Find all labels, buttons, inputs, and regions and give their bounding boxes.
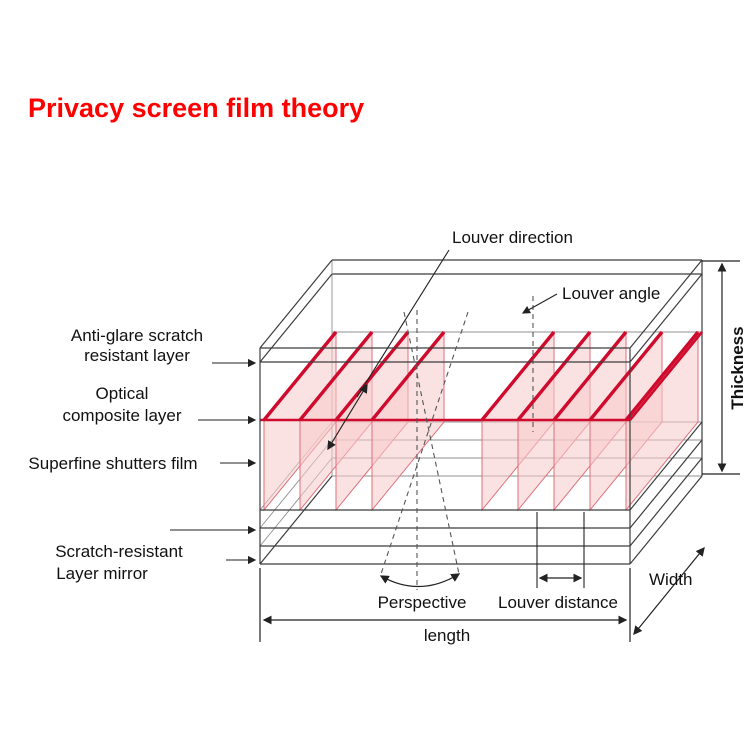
width-dimension [633,546,705,636]
louver-direction-callout [327,249,450,451]
louver-angle-label: Louver angle [562,284,660,303]
optical-label-line1: Optical [96,384,149,403]
louver-distance-label: Louver distance [498,593,618,612]
scratch-resistant-label-line1: Scratch-resistant [55,542,183,561]
length-label: length [424,626,470,645]
optical-label-line2: composite layer [62,406,181,425]
page-title: Privacy screen film theory [28,93,364,123]
louver-distance-dimension [536,512,585,588]
perspective-label: Perspective [378,593,467,612]
layer-front-edges [259,331,704,565]
scratch-resistant-label-line2: Layer mirror [56,564,148,583]
louver [624,330,700,512]
layer-callout-arrows [170,358,257,565]
louver-direction-label: Louver direction [452,228,573,247]
perspective-dashed-lines [380,296,534,590]
louver-angle-callout [521,293,558,314]
diagram-labels: Anti-glare scratch resistant layer Optic… [28,228,747,645]
perspective-arc [379,573,461,588]
thickness-label: Thickness [728,326,747,409]
width-label: Width [649,570,692,589]
thickness-dimension [702,260,740,475]
anti-glare-label-line1: Anti-glare scratch [71,326,203,345]
superfine-shutters-label: Superfine shutters film [28,454,197,473]
length-dimension [259,568,631,642]
anti-glare-label-line2: resistant layer [84,346,190,365]
